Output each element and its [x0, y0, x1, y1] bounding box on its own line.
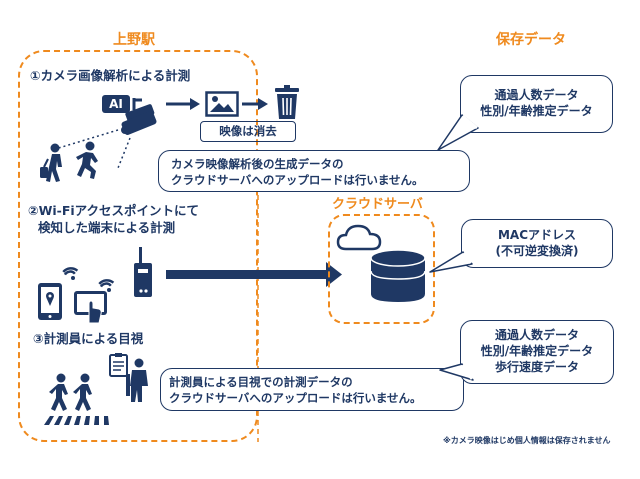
cloud-icon [336, 224, 382, 251]
camera-upload-line2: クラウドサーバへのアップロードは行いません。 [171, 173, 424, 187]
camera-data-line2: 性別/年齢推定データ [480, 104, 593, 118]
wifi-signal-icon-2 [98, 279, 115, 292]
smartphone-map-icon [38, 283, 62, 320]
mac-line1: MACアドレス [497, 228, 577, 242]
video-deleted-label: 映像は消去 [219, 124, 277, 138]
wifi-signal-icon [62, 267, 79, 280]
section3-label: ③計測員による目視 [33, 331, 144, 346]
camera-upload-callout: カメラ映像解析後の生成データの クラウドサーバへのアップロードは行いません。 [158, 150, 470, 192]
ueno-station-region [18, 50, 258, 442]
video-deleted-box: 映像は消去 [200, 121, 296, 142]
camera-icon [121, 98, 157, 135]
camera-upload-line1: カメラ映像解析後の生成データの [171, 157, 344, 171]
section2-label-line1: ②Wi-Fiアクセスポイントにて [28, 203, 200, 218]
ai-badge-text: AI [109, 97, 123, 111]
camera-data-line1: 通過人数データ [494, 88, 579, 102]
survey-upload-callout: 計測員による目視での計測データの クラウドサーバへのアップロードは行いません。 [160, 368, 464, 411]
section1-label: ①カメラ画像解析による計測 [30, 68, 191, 83]
survey-data-line1: 通過人数データ [494, 328, 579, 342]
camera-data-callout: 通過人数データ 性別/年齢推定データ [460, 75, 613, 133]
mac-line2: (不可逆変換済) [495, 244, 579, 258]
image-icon [205, 91, 239, 117]
walking-person-with-luggage-icon [40, 143, 62, 182]
trash-icon [275, 85, 299, 119]
surveyor-icon [126, 358, 148, 402]
left-region-title: 上野駅 [113, 32, 155, 48]
clipboard-icon [109, 353, 128, 377]
survey-upload-line1: 計測員による目視での計測データの [169, 375, 353, 389]
crosswalk-icon [44, 416, 109, 425]
right-region-title: 保存データ [496, 32, 566, 48]
running-person-icon [76, 141, 98, 179]
database-icon [370, 249, 426, 302]
tablet-touch-icon [74, 291, 107, 324]
wifi-router-icon [134, 247, 152, 297]
footnote: ※カメラ映像はじめ個人情報は保存されません [443, 436, 611, 445]
cloud-server-title: クラウドサーバ [332, 197, 423, 212]
survey-data-callout: 通過人数データ 性別/年齢推定データ 歩行速度データ [460, 320, 614, 384]
pedestrians-icon [49, 373, 92, 411]
survey-upload-line2: クラウドサーバへのアップロードは行いません。 [169, 391, 422, 405]
section2-label-line2: 検知した端末による計測 [38, 220, 176, 235]
survey-data-line3: 歩行速度データ [494, 360, 579, 374]
mac-callout: MACアドレス (不可逆変換済) [461, 219, 613, 268]
survey-data-line2: 性別/年齢推定データ [480, 344, 594, 358]
ai-badge: AI [102, 95, 130, 113]
